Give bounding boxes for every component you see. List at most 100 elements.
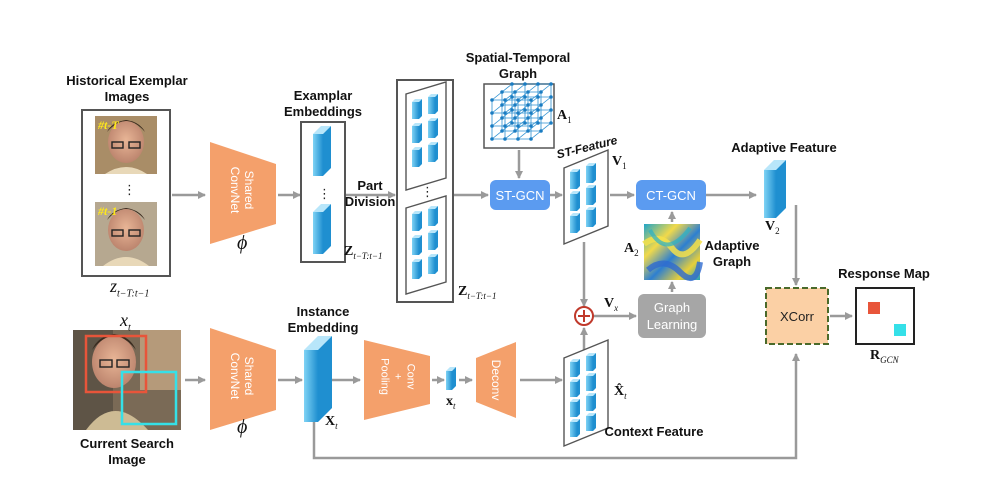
graph-node bbox=[539, 90, 543, 94]
graph-node bbox=[539, 116, 543, 120]
st-gcn-node bbox=[490, 180, 550, 210]
V2: V2 bbox=[765, 219, 780, 236]
part-cube-3 bbox=[428, 118, 438, 138]
graph-node bbox=[536, 95, 540, 99]
graph-node bbox=[549, 108, 553, 112]
R-gcn: RGCN bbox=[870, 348, 899, 365]
part-cube-6 bbox=[412, 211, 422, 231]
exemplar-image-last bbox=[95, 202, 157, 266]
deconv-label: Deconv bbox=[489, 359, 503, 401]
part-cube-0 bbox=[412, 99, 422, 119]
label-adaptive-feature: Adaptive Feature bbox=[731, 140, 837, 155]
vertical-dots-emb: ⋮ bbox=[318, 187, 331, 202]
graph-node bbox=[529, 98, 533, 102]
st-feature-cubes bbox=[570, 163, 596, 233]
graph-node bbox=[536, 108, 540, 112]
Z-emb: Zt−T:t−1 bbox=[344, 244, 383, 261]
ctx-cube-4 bbox=[570, 399, 580, 417]
part-cube-5 bbox=[428, 142, 438, 162]
part-cube-7 bbox=[428, 206, 438, 226]
vertical-dots-part: ⋮ bbox=[421, 185, 434, 200]
label-spatial-temporal-graph: Spatial-Temporal Graph bbox=[465, 50, 571, 81]
z-hist: zt−T:t−1 bbox=[110, 276, 150, 300]
context-feature-cubes bbox=[570, 353, 596, 437]
frame-tag-first: #t-T bbox=[97, 118, 119, 132]
label-exemplar-embeddings: Examplar Embeddings bbox=[283, 88, 362, 119]
graph-node bbox=[513, 116, 517, 120]
xcorr-label: XCorr bbox=[780, 309, 815, 324]
graph-node bbox=[549, 82, 553, 86]
vertical-dots-hist: ⋮ bbox=[123, 183, 136, 198]
graph-node bbox=[526, 90, 530, 94]
phi-top: ϕ bbox=[237, 232, 248, 254]
part-cube-4 bbox=[412, 147, 422, 167]
label-response-map: Response Map bbox=[838, 266, 930, 281]
label-part-division: Part Division bbox=[344, 178, 396, 209]
graph-node bbox=[529, 124, 533, 128]
ctx-cube-6 bbox=[570, 419, 580, 437]
emb-cube-bottom bbox=[313, 204, 331, 254]
graph-node bbox=[523, 82, 527, 86]
conv-pooling-label: Conv + Pooling bbox=[378, 358, 417, 395]
graph-node bbox=[490, 98, 494, 102]
graph-node bbox=[503, 111, 507, 115]
graph-node bbox=[500, 116, 504, 120]
graph-node bbox=[536, 82, 540, 86]
graph-learning-node bbox=[638, 294, 706, 338]
graph-learning-label-1: Graph bbox=[654, 300, 690, 315]
phi-bottom: ϕ bbox=[237, 416, 248, 438]
part-cube-9 bbox=[428, 230, 438, 250]
graph-node bbox=[539, 129, 543, 133]
frame-tag-last: #t-1 bbox=[97, 204, 117, 218]
st-gcn-label: ST-GCN bbox=[495, 188, 544, 203]
ctx-cube-7 bbox=[586, 413, 596, 431]
ctx-cube-0 bbox=[570, 359, 580, 377]
graph-node bbox=[523, 121, 527, 125]
x-small: xt bbox=[446, 394, 456, 411]
part-cube-2 bbox=[412, 123, 422, 143]
label-historical-exemplar: Historical Exemplar Images bbox=[66, 73, 188, 104]
graph-node bbox=[510, 121, 514, 125]
label-instance-embedding: Instance Embedding bbox=[287, 304, 359, 335]
Vx: Vx bbox=[604, 296, 619, 313]
Z-part: Zt−T:t−1 bbox=[458, 284, 497, 301]
part-cubes bbox=[412, 94, 438, 279]
search-image bbox=[73, 330, 181, 430]
graph-node bbox=[500, 129, 504, 133]
st-cube-1 bbox=[586, 163, 596, 183]
graph-node bbox=[510, 82, 514, 86]
graph-node bbox=[529, 137, 533, 141]
graph-node bbox=[510, 95, 514, 99]
part-cube-1 bbox=[428, 94, 438, 114]
ctx-cube-1 bbox=[586, 353, 596, 371]
st-cube-0 bbox=[570, 169, 580, 189]
x-t-label: xt bbox=[120, 310, 131, 334]
response-peak-red bbox=[868, 302, 880, 314]
conv-pooling-node bbox=[364, 340, 430, 420]
ctx-cube-3 bbox=[586, 373, 596, 391]
shared-convnet-bottom bbox=[210, 328, 276, 430]
xcorr-node bbox=[765, 287, 829, 345]
st-cube-5 bbox=[586, 207, 596, 227]
small-feature-cube bbox=[446, 367, 456, 390]
shared-convnet-top bbox=[210, 142, 276, 244]
graph-node bbox=[549, 121, 553, 125]
graph-node bbox=[539, 103, 543, 107]
instance-embedding-cube bbox=[304, 336, 332, 422]
part-cube-10 bbox=[412, 259, 422, 279]
graph-node bbox=[526, 103, 530, 107]
st-cube-2 bbox=[570, 191, 580, 211]
deconv-node bbox=[476, 342, 516, 418]
graph-learning-label-2: Learning bbox=[647, 317, 698, 332]
label-adaptive-graph: Adaptive Graph bbox=[704, 238, 760, 269]
ct-gcn-node bbox=[636, 180, 706, 210]
graph-node bbox=[523, 95, 527, 99]
graph-node bbox=[503, 124, 507, 128]
A1: A1 bbox=[557, 108, 572, 125]
X-t: Xt bbox=[325, 414, 338, 431]
graph-node bbox=[516, 124, 520, 128]
graph-node bbox=[510, 108, 514, 112]
shared-convnet-bottom-label: Shared ConvNet bbox=[228, 352, 256, 400]
st-cube-4 bbox=[570, 213, 580, 233]
